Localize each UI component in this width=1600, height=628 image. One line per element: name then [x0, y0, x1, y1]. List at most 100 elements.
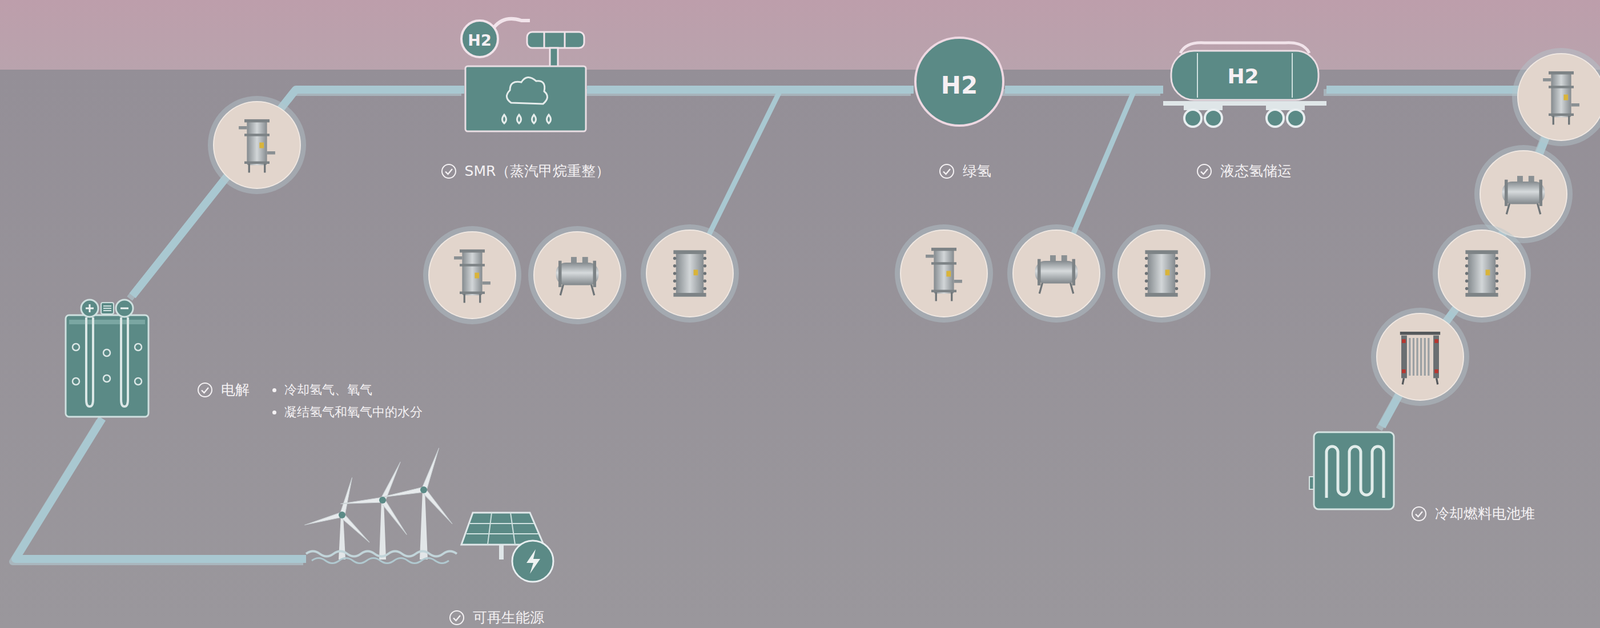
- renewable-energy-icon-part-part-part: [421, 488, 454, 526]
- hydrogen-sphere-icon-part: [915, 37, 1004, 126]
- bullet-row: 冷却氢气、氧气: [272, 379, 423, 402]
- renewable-energy-icon-part-part: [377, 434, 477, 528]
- renewable-energy-icon-part-part-part: [303, 512, 343, 528]
- renewable-energy-icon-part: [512, 540, 554, 582]
- smr-plant-icon-part-part: [517, 114, 522, 124]
- renewable-energy-icon-part-part: [379, 500, 387, 560]
- smr-plant-icon-part-part: [502, 114, 507, 124]
- renewable-energy-icon-part: [302, 434, 477, 546]
- smr-plant-icon-part: [527, 31, 585, 48]
- renewable-energy-icon-part-part: [419, 489, 428, 560]
- electrolyzer-icon-part-part: [72, 378, 80, 385]
- check-icon: [448, 609, 465, 626]
- electrolyzer-icon-part: [72, 343, 142, 385]
- equipment-discs-part-part: [1465, 250, 1499, 297]
- renewable-node: 可再生能源: [306, 459, 557, 587]
- equipment-discs-part-part: [528, 226, 627, 325]
- check-ring: [1412, 507, 1426, 521]
- equipment-discs-part-part: [900, 230, 988, 317]
- equipment-discs-part: [1112, 224, 1211, 323]
- check-tick: [943, 169, 951, 175]
- check-tick: [201, 387, 209, 393]
- electrolysis-node: 电解冷却氢气、氧气凝结氢气和氧气中的水分: [63, 295, 151, 419]
- node-label: 液态氢储运: [1196, 160, 1292, 183]
- electrolyzer-icon-part: [86, 317, 128, 407]
- pipe-connector: [129, 89, 465, 299]
- check-ring: [449, 610, 464, 625]
- electrolyzer-icon: [63, 295, 151, 419]
- check-ring: [441, 164, 456, 179]
- renewable-energy-icon-part: [526, 549, 541, 574]
- smr-plant-icon-part: [461, 20, 498, 58]
- equipment-discs-part-part: [894, 224, 994, 323]
- electrolyzer-icon-part-part: [86, 317, 94, 407]
- equipment-discs-part-part: [533, 231, 621, 319]
- electrolyzer-icon-part-part: [134, 343, 142, 351]
- electrolyzer-icon-part: [85, 304, 129, 313]
- check-icon: [197, 382, 213, 399]
- renewable-energy-icon-part-part-part: [379, 487, 424, 500]
- node-label: 电解 冷却氢气、氧气凝结氢气和氧气中的水分: [197, 379, 423, 424]
- renewable-energy-icon-part: [338, 489, 428, 560]
- equipment-discs-part-part: [1118, 230, 1205, 317]
- pipe-connector: [1002, 89, 1164, 93]
- equipment-discs-part: [207, 95, 307, 195]
- formula-label: H2: [941, 73, 978, 98]
- renewable-energy-icon-part: [311, 558, 449, 564]
- fuel-cell-icon-part: [1313, 432, 1394, 510]
- renewable-energy-icon-part-part: [379, 496, 387, 504]
- tanker-icon-part: [1197, 53, 1293, 98]
- equipment-discs-part-part: [1432, 224, 1531, 323]
- bullet-list: 冷却氢气、氧气凝结氢气和氧气中的水分: [272, 379, 423, 424]
- renewable-energy-icon-part-part: [302, 468, 387, 545]
- equipment-discs-part-part: [1112, 224, 1211, 323]
- equipment-discs-part-part: [1376, 313, 1464, 401]
- electrolyzer-icon-part: [69, 319, 146, 325]
- equipment-discs-part: [1512, 47, 1600, 147]
- check-icon: [440, 163, 457, 180]
- equipment-discs-part-part: [428, 231, 516, 319]
- equipment-discs-part-part: [1438, 230, 1526, 317]
- pipe-line: [15, 418, 307, 560]
- node-label: 可再生能源: [448, 606, 545, 628]
- tanker-icon-part: [1184, 109, 1305, 127]
- equipment-discs-part-part: [925, 247, 963, 302]
- tanker-icon-part-part: [1204, 109, 1222, 127]
- electrolyzer-icon-part-part: [134, 378, 142, 385]
- label-row: 绿氢: [938, 160, 992, 183]
- check-ring: [939, 164, 954, 179]
- electrolyzer-icon-part-part: [121, 317, 128, 407]
- formula-label: H2: [467, 32, 492, 48]
- pipe-connector: [1323, 89, 1565, 430]
- electrolyzer-icon-part-part: [103, 375, 111, 383]
- label-row: 电解: [197, 379, 250, 402]
- equipment-discs-part-part: [1517, 53, 1600, 141]
- tanker-icon-part-part: [1287, 109, 1305, 127]
- equipment-discs-part-part: [1007, 224, 1106, 323]
- equipment-discs-part: [640, 224, 739, 323]
- equipment-discs-part: [894, 224, 994, 323]
- tanker-icon-part-part: [1266, 109, 1284, 127]
- pipe-shadow: [1323, 92, 1562, 430]
- equipment-discs-part-part: [1144, 250, 1179, 297]
- bullet-text: 冷却氢气、氧气: [284, 381, 373, 399]
- check-tick: [1200, 169, 1208, 175]
- node-title: 液态氢储运: [1220, 162, 1292, 180]
- smr-plant-icon-part: [549, 47, 558, 68]
- smr-plant-icon-part: [502, 114, 552, 124]
- equipment-discs-part-part: [1012, 230, 1100, 317]
- equipment-discs-part: [1007, 224, 1106, 323]
- pipe-connector: [584, 89, 914, 93]
- smr-plant-icon-part-part: [532, 114, 537, 124]
- renewable-energy-icon-part-part: [338, 445, 435, 538]
- equipment-discs-part-part: [1480, 150, 1567, 238]
- equipment-discs-part-part: [207, 95, 307, 195]
- equipment-discs-part: [423, 226, 522, 325]
- node-title: 电解: [220, 381, 250, 399]
- check-icon: [938, 163, 955, 180]
- bullet-text: 凝结氢气和氧气中的水分: [284, 403, 423, 421]
- node-title: 冷却燃料电池堆: [1434, 505, 1535, 523]
- electrolyzer-icon-part-part: [72, 343, 80, 351]
- pipe-shadow: [129, 92, 462, 299]
